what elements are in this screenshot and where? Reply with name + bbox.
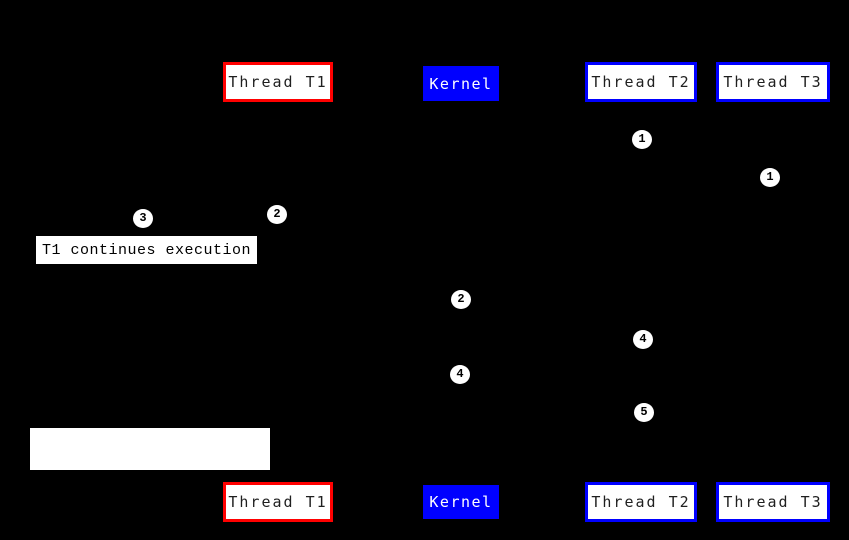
step-badge-4-a: 4 [633, 329, 653, 349]
step-badge-4-b: 4 [450, 364, 470, 384]
annotation-t1-continues-execution: T1 continues execution [36, 236, 257, 264]
node-kernel-bottom: Kernel [423, 485, 499, 519]
step-badge-1-a: 1 [632, 129, 652, 149]
step-badge-3: 3 [133, 208, 153, 228]
node-kernel-top: Kernel [423, 66, 499, 101]
node-thread-t3-bottom: Thread T3 [716, 482, 830, 522]
node-thread-t2-top: Thread T2 [585, 62, 697, 102]
step-badge-2-a: 2 [267, 204, 287, 224]
node-thread-t3-top: Thread T3 [716, 62, 830, 102]
blank-label-box [30, 428, 270, 470]
step-badge-1-b: 1 [760, 167, 780, 187]
step-badge-5: 5 [634, 402, 654, 422]
node-thread-t1-bottom: Thread T1 [223, 482, 333, 522]
node-thread-t2-bottom: Thread T2 [585, 482, 697, 522]
node-thread-t1-top: Thread T1 [223, 62, 333, 102]
step-badge-2-b: 2 [451, 289, 471, 309]
